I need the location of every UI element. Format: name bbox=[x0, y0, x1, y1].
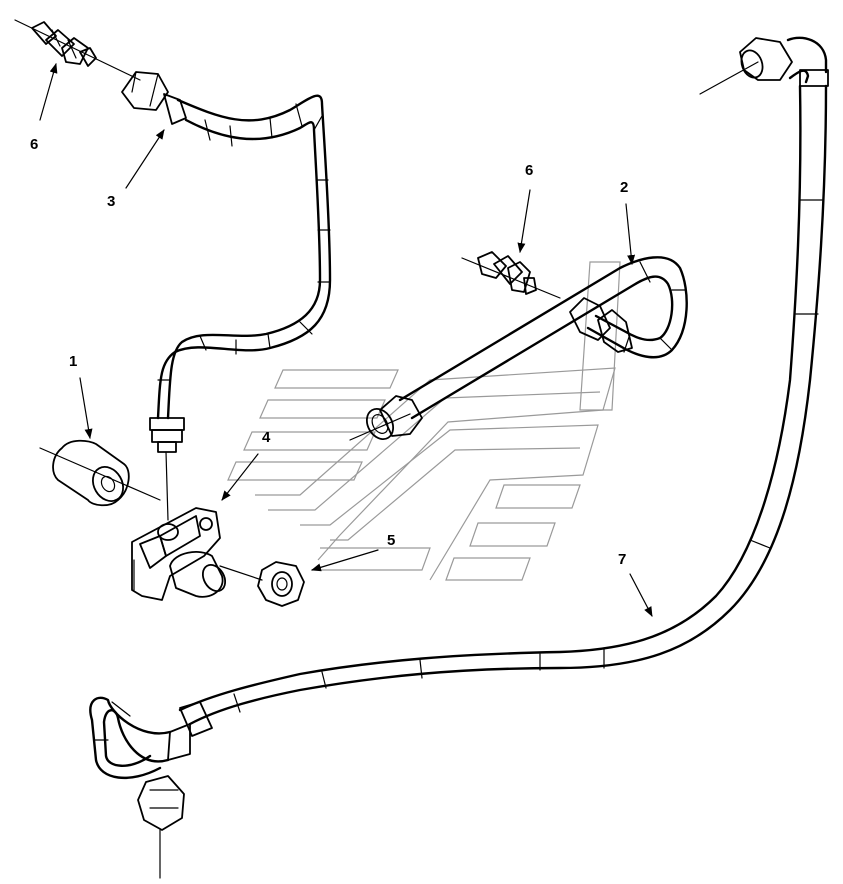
callout-5: 5 bbox=[387, 532, 395, 549]
callout-1: 1 bbox=[69, 353, 77, 370]
callout-4: 4 bbox=[262, 429, 271, 446]
callout-7: 7 bbox=[618, 551, 626, 568]
callout-6-middle: 6 bbox=[525, 162, 533, 179]
callout-3: 3 bbox=[107, 193, 115, 210]
tube-2 bbox=[349, 256, 688, 441]
arrow-5 bbox=[311, 549, 379, 572]
leader-arrows bbox=[39, 63, 653, 617]
arrow-7 bbox=[629, 573, 653, 617]
arrow-6-top-left bbox=[39, 63, 58, 121]
nut-5 bbox=[257, 561, 305, 607]
arrow-4 bbox=[221, 453, 259, 501]
arrow-6-middle bbox=[517, 189, 531, 253]
arrow-1 bbox=[79, 377, 93, 439]
watermark-logo bbox=[227, 261, 621, 581]
arrow-2 bbox=[625, 203, 636, 265]
arrow-3 bbox=[125, 129, 165, 189]
fitting-6-top-left bbox=[14, 19, 141, 81]
callout-labels: 6 3 1 4 5 6 2 7 bbox=[30, 136, 628, 568]
tube-3 bbox=[121, 71, 332, 521]
connector-4 bbox=[131, 507, 263, 601]
callout-2: 2 bbox=[620, 179, 628, 196]
callout-6-top-left: 6 bbox=[30, 136, 38, 153]
hose-7 bbox=[89, 36, 829, 879]
sleeve-1 bbox=[39, 439, 161, 507]
fitting-6-middle bbox=[461, 251, 561, 299]
